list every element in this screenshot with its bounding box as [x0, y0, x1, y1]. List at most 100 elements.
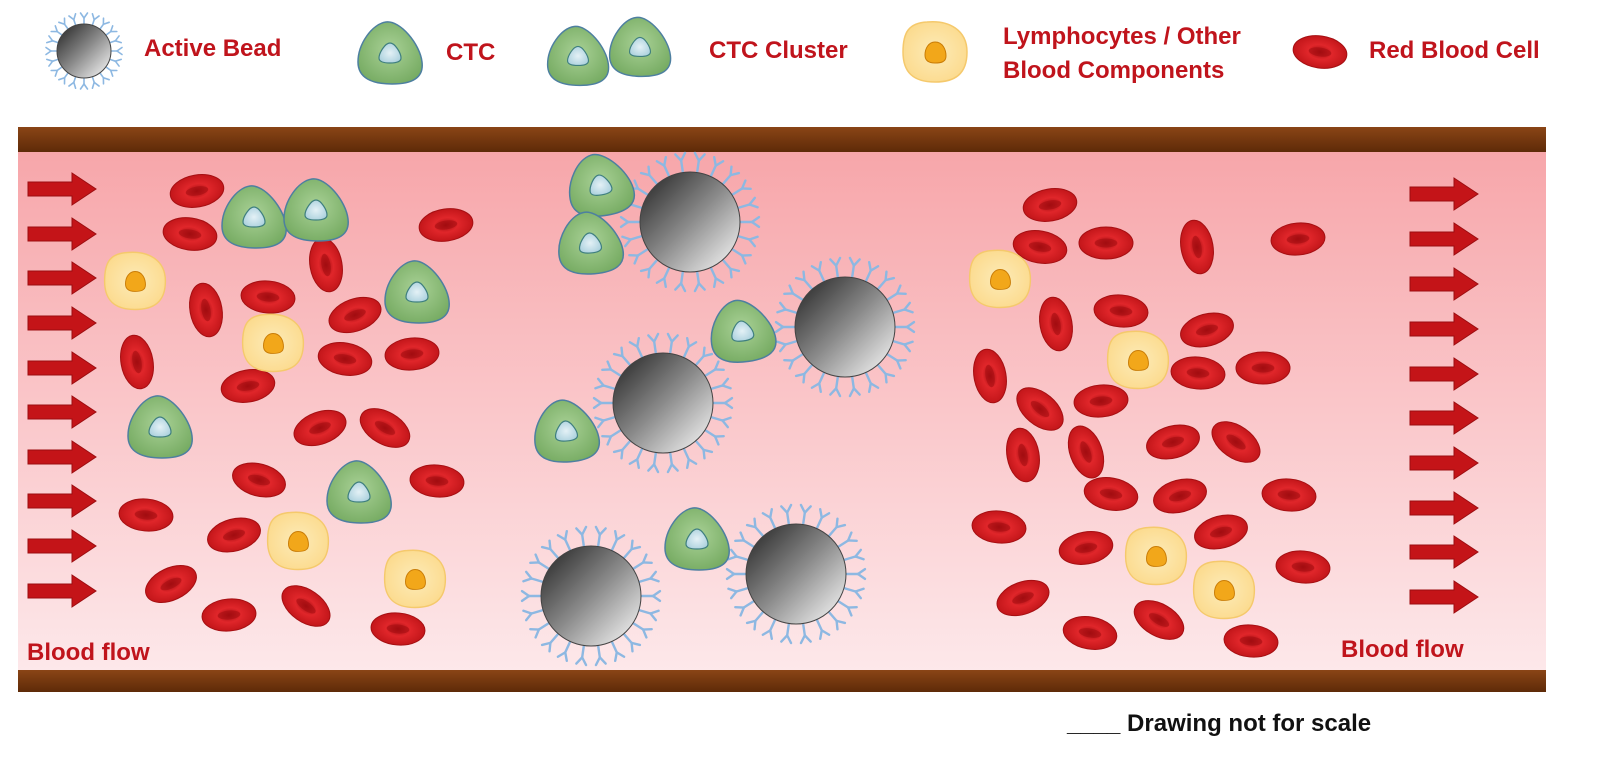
legend-active-bead-label: Active Bead [144, 35, 281, 62]
ctc-cell [546, 25, 610, 87]
lymphocyte-cell [902, 21, 968, 83]
flow-arrow-icon [27, 217, 97, 251]
legend-red-blood-cell-icon [1292, 35, 1348, 69]
red-blood-cell [317, 342, 373, 376]
flow-arrow-icon [1409, 312, 1479, 346]
flow-arrow-icon [27, 484, 97, 518]
flow-arrows [27, 172, 1479, 614]
ctc-cell [283, 178, 349, 242]
flow-label-left: Blood flow [27, 639, 150, 666]
cell-layer [103, 151, 1331, 667]
red-blood-cell [1073, 384, 1129, 418]
red-blood-cell [169, 174, 225, 208]
flow-arrow-icon [1409, 401, 1479, 435]
ctc-cell [127, 395, 193, 459]
red-blood-cell [1180, 219, 1214, 275]
ctc-cell [534, 399, 601, 463]
lymphocyte-cell [266, 511, 330, 571]
red-blood-cell [1194, 514, 1248, 550]
red-blood-cell [281, 585, 331, 627]
lymphocyte-cell [968, 249, 1032, 309]
red-blood-cell [973, 348, 1007, 404]
lymphocyte-cell [1106, 330, 1170, 390]
vessel-wall-bottom [18, 670, 1546, 692]
red-blood-cell [120, 334, 154, 390]
ctc-cell [710, 299, 777, 363]
flow-arrow-icon [27, 574, 97, 608]
scale-note: ____ Drawing not for scale [1066, 710, 1371, 737]
red-blood-cell [1211, 421, 1261, 463]
active-bead [45, 12, 123, 90]
flow-arrow-icon [27, 261, 97, 295]
legend: Active Bead CTC CTC Cluster Lymphocytes … [45, 12, 1540, 90]
red-blood-cell [409, 464, 465, 498]
red-blood-cell [1146, 424, 1200, 460]
red-blood-cell [207, 517, 261, 553]
red-blood-cell [370, 612, 426, 646]
flow-arrow-icon [27, 529, 97, 563]
active-bead [592, 332, 734, 474]
red-blood-cell [201, 598, 257, 632]
lymphocyte-cell [383, 549, 447, 609]
lymphocyte-cell [1124, 526, 1188, 586]
flow-arrow-icon [27, 440, 97, 474]
red-blood-cell [1039, 296, 1073, 352]
red-blood-cell [1078, 226, 1134, 260]
red-blood-cell [1083, 477, 1139, 511]
red-blood-cell [293, 409, 347, 447]
red-blood-cell [418, 208, 474, 242]
ctc-cell [558, 211, 625, 275]
red-blood-cell [1235, 351, 1291, 385]
red-blood-cell [1275, 550, 1331, 584]
lymphocyte-cell [103, 251, 167, 311]
red-blood-cell [309, 237, 343, 293]
legend-ctc-cluster-label: CTC Cluster [709, 37, 848, 64]
flow-arrow-icon [1409, 177, 1479, 211]
red-blood-cell [1153, 478, 1207, 514]
legend-ctc-label: CTC [446, 39, 495, 66]
flow-arrow-icon [27, 351, 97, 385]
red-blood-cell [1058, 531, 1114, 565]
red-blood-cell [1170, 356, 1226, 390]
red-blood-cell [145, 565, 197, 603]
ctc-cell [326, 460, 392, 524]
flow-arrow-icon [1409, 267, 1479, 301]
red-blood-cell [1006, 427, 1040, 483]
red-blood-cell [220, 369, 276, 403]
flow-arrow-icon [1409, 357, 1479, 391]
active-bead [619, 151, 761, 293]
red-blood-cell [328, 296, 382, 334]
legend-active-bead-icon [45, 12, 123, 90]
ctc-cell [384, 260, 450, 324]
active-bead [774, 256, 916, 398]
red-blood-cell [996, 579, 1050, 617]
legend-lymphocytes-label-line1: Lymphocytes / Other [1003, 23, 1241, 50]
flow-arrow-icon [27, 395, 97, 429]
active-bead [725, 503, 867, 645]
flow-arrow-icon [1409, 446, 1479, 480]
red-blood-cell [1180, 312, 1234, 348]
legend-lymphocytes-label-line2: Blood Components [1003, 57, 1224, 84]
flow-arrow-icon [1409, 535, 1479, 569]
flow-arrow-icon [1409, 491, 1479, 525]
red-blood-cell [1261, 478, 1317, 512]
legend-ctc-icon [357, 21, 423, 85]
vessel-wall-top [18, 127, 1546, 152]
red-blood-cell [162, 217, 218, 251]
red-blood-cell [1292, 35, 1348, 69]
red-blood-cell [118, 498, 174, 532]
red-blood-cell [1270, 222, 1326, 256]
active-bead [520, 525, 662, 667]
ctc-cell [357, 21, 423, 85]
red-blood-cell [384, 337, 440, 371]
flow-arrow-icon [27, 306, 97, 340]
lymphocyte-cell [241, 313, 305, 373]
red-blood-cell [240, 280, 296, 314]
red-blood-cell [1133, 600, 1185, 640]
red-blood-cell [1012, 230, 1068, 264]
red-blood-cell [1093, 294, 1149, 328]
lymphocyte-cell [1192, 560, 1256, 620]
legend-lymphocyte-icon [902, 21, 968, 83]
red-blood-cell [359, 408, 411, 448]
